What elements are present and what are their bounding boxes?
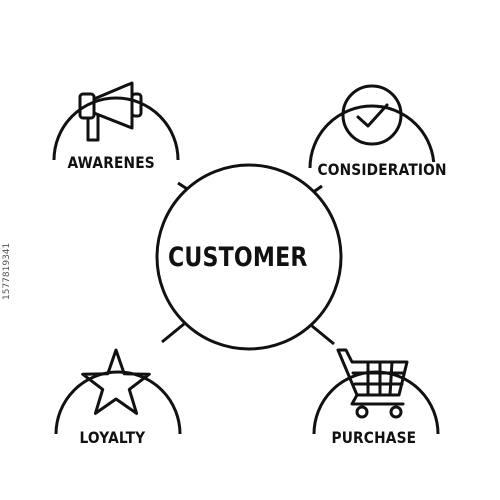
customer-label: CUSTOMER (168, 242, 308, 273)
awareness-arc (52, 96, 180, 161)
purchase-label: PURCHASE (328, 430, 420, 446)
megaphone-icon (78, 81, 143, 142)
customer-circle (155, 163, 343, 351)
consideration-arc (308, 104, 436, 169)
connector-loyalty (161, 322, 185, 344)
star-icon (81, 348, 151, 415)
shopping-cart-icon (336, 348, 409, 419)
consideration-label: CONSIDERATION (314, 162, 451, 178)
checkmark-circle-icon (341, 84, 403, 146)
awareness-label: AWARENES (64, 155, 159, 171)
connector-purchase (311, 324, 335, 346)
watermark-id: 1577819341 (2, 242, 12, 300)
loyalty-label: LOYALTY (76, 430, 149, 446)
loyalty-arc (54, 370, 182, 435)
